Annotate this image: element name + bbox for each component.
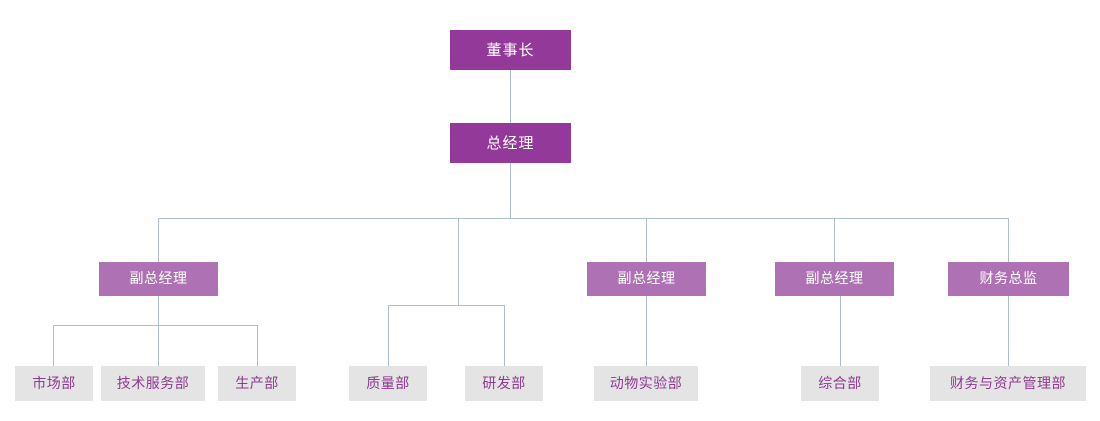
- node-dept-animal-lab[interactable]: 动物实验部: [594, 366, 698, 401]
- node-dept-rnd[interactable]: 研发部: [465, 366, 543, 401]
- connector-branch-bus: [388, 305, 505, 306]
- connector-finance-director-to-finance-dept: [1008, 296, 1009, 366]
- connector-deputy-1-down: [158, 296, 159, 325]
- connector-bus-to-branch-quality-rnd: [458, 218, 459, 305]
- node-dept-tech-service[interactable]: 技术服务部: [101, 366, 205, 401]
- connector-bus-to-deputy-3: [834, 218, 835, 262]
- node-deputy-gm-2[interactable]: 副总经理: [587, 262, 706, 296]
- node-chairman[interactable]: 董事长: [450, 30, 571, 70]
- node-dept-general-affairs[interactable]: 综合部: [801, 366, 879, 401]
- node-dept-quality[interactable]: 质量部: [349, 366, 427, 401]
- connector-bus-to-deputy-1: [158, 218, 159, 262]
- node-deputy-gm-3[interactable]: 副总经理: [775, 262, 894, 296]
- node-finance-director[interactable]: 财务总监: [948, 262, 1069, 296]
- connector-deputy-1-bus: [53, 325, 258, 326]
- node-dept-production[interactable]: 生产部: [218, 366, 296, 401]
- node-general-manager[interactable]: 总经理: [450, 123, 571, 163]
- connector-branch-to-quality: [388, 305, 389, 366]
- connector-deputy-1-to-marketing: [53, 325, 54, 366]
- connector-bus-to-finance-director: [1008, 218, 1009, 262]
- node-dept-marketing[interactable]: 市场部: [15, 366, 93, 401]
- node-deputy-gm-1[interactable]: 副总经理: [99, 262, 218, 296]
- node-dept-finance-asset[interactable]: 财务与资产管理部: [930, 366, 1086, 401]
- connector-deputy-2-to-animal-lab: [646, 296, 647, 366]
- connector-main-bus: [158, 218, 1009, 219]
- connector-deputy-1-to-production: [257, 325, 258, 366]
- connector-gm-down: [510, 163, 511, 218]
- connector-deputy-3-to-general-affairs: [840, 296, 841, 366]
- connector-chairman-to-gm: [510, 70, 511, 123]
- connector-branch-to-rnd: [504, 305, 505, 366]
- connector-bus-to-deputy-2: [646, 218, 647, 262]
- connector-deputy-1-to-tech-service: [158, 325, 159, 366]
